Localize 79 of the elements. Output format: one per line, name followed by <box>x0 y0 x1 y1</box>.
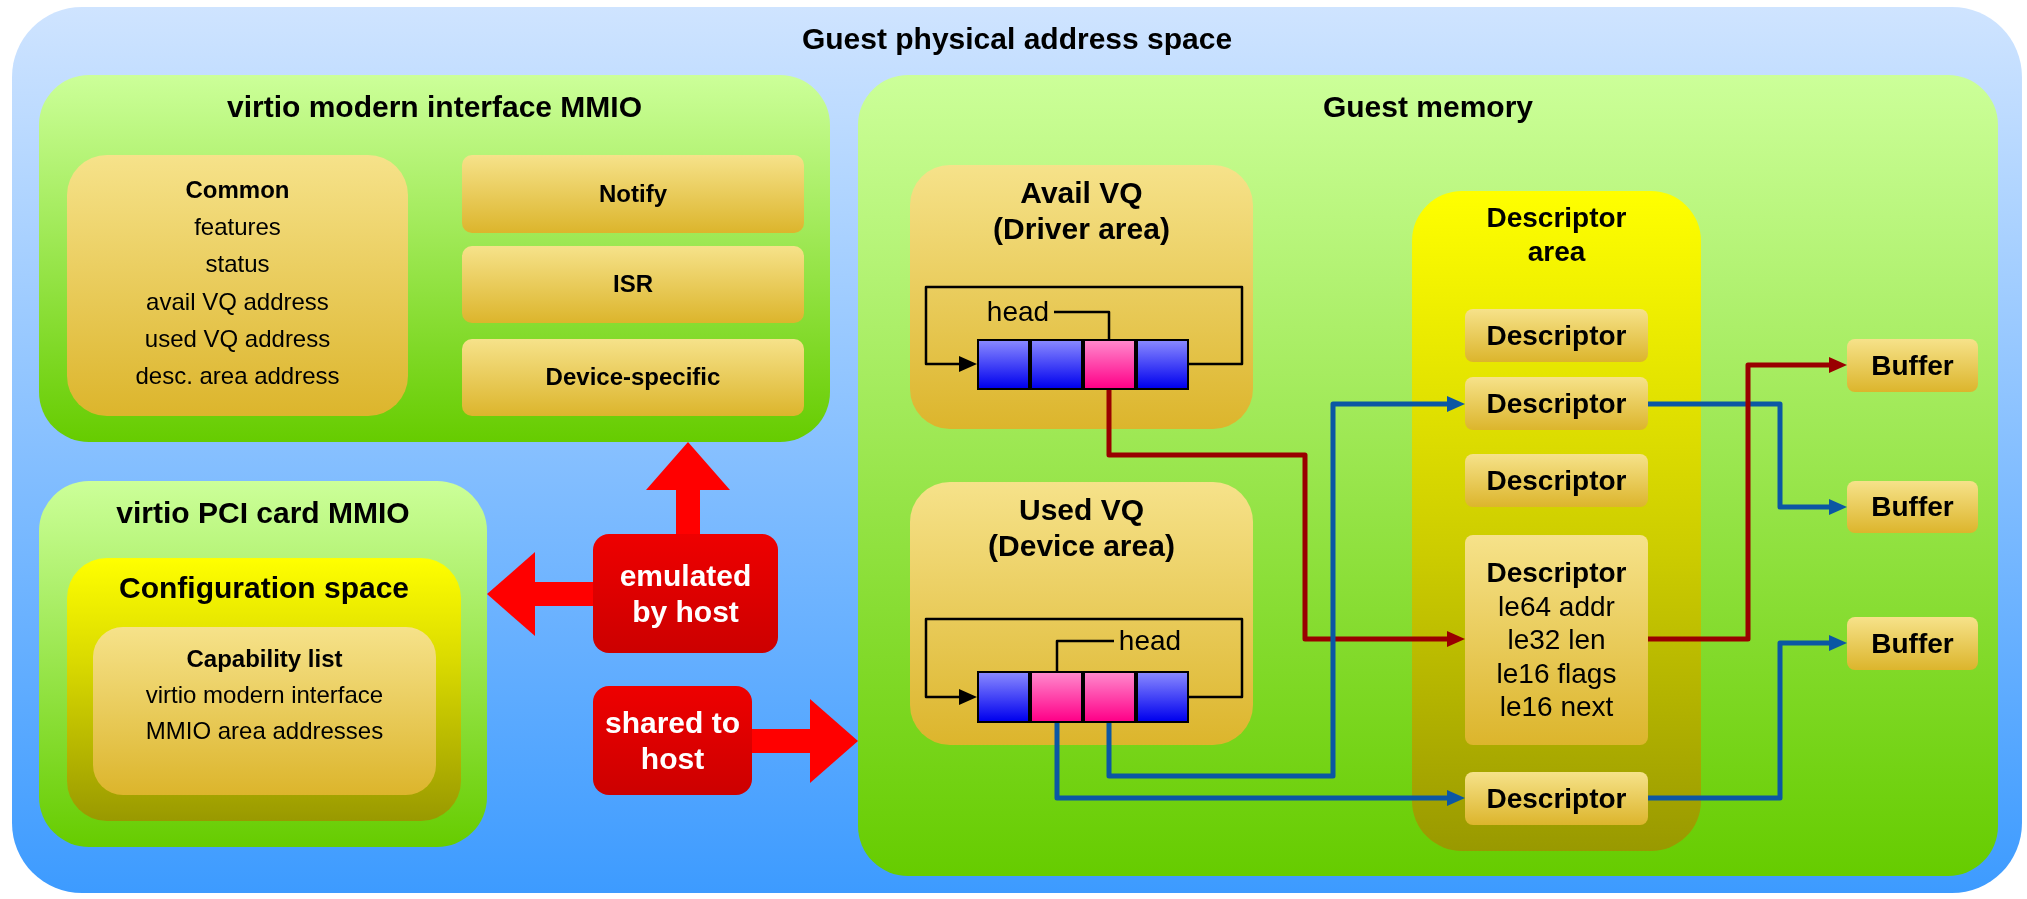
panel-title: Guest physical address space <box>801 21 1233 57</box>
register-box <box>462 339 804 416</box>
queue-slot <box>1030 671 1083 723</box>
queue-slot <box>977 671 1030 723</box>
panel-title: Configuration space <box>119 570 409 606</box>
panel-title: Buffer <box>1871 490 1954 524</box>
queue-slot <box>1136 339 1189 390</box>
region-panel <box>39 481 487 847</box>
descriptor-box <box>1465 309 1648 362</box>
panel-title: virtio modern interface MMIO <box>226 89 643 125</box>
panel-title: Descriptor <box>1486 463 1627 498</box>
field-label: features <box>194 212 281 243</box>
note-box <box>593 534 778 653</box>
note-box <box>593 686 752 795</box>
panel-title: ISR <box>613 270 653 299</box>
arrow <box>1648 401 1847 515</box>
queue-panel <box>910 482 1253 745</box>
panel-title: emulated by host <box>618 557 753 630</box>
queue-slot <box>1083 671 1136 723</box>
queue-panel <box>910 165 1253 429</box>
region-panel <box>39 75 830 442</box>
arrow <box>1054 723 1465 806</box>
arrow <box>1648 357 1847 642</box>
panel-title: Avail VQ (Driver area) <box>992 175 1171 247</box>
field-label: desc. area address <box>135 360 340 391</box>
queue-slot <box>1083 339 1136 390</box>
panel-title: Descriptor <box>1486 556 1627 590</box>
queue-slot <box>977 339 1030 390</box>
arrow <box>752 699 858 783</box>
queue-slot <box>1030 339 1083 390</box>
panel-title: Descriptor <box>1486 386 1627 421</box>
panel-title: Device-specific <box>545 363 721 392</box>
descriptor-box <box>1465 535 1648 745</box>
buffer-box <box>1847 617 1978 670</box>
arrow <box>1648 635 1847 801</box>
buffer-box <box>1847 481 1978 533</box>
panel-title: Guest memory <box>1322 89 1534 125</box>
region-panel <box>858 75 1998 876</box>
pointer-label: head <box>982 296 1054 328</box>
arrow <box>924 617 1244 705</box>
panel-title: virtio PCI card MMIO <box>116 495 410 531</box>
panel-title: Used VQ (Device area) <box>987 492 1176 564</box>
arrow <box>1106 396 1465 779</box>
arrow <box>1106 390 1465 647</box>
field-label: le32 len <box>1507 623 1606 657</box>
panel-title: Capability list <box>186 644 343 674</box>
pointer-label: head <box>1114 625 1186 657</box>
panel-title: Buffer <box>1871 348 1954 383</box>
panel-title: shared to host <box>604 704 741 777</box>
panel-title: Buffer <box>1871 626 1954 661</box>
field-label: le64 addr <box>1498 589 1615 624</box>
leader-line <box>1054 310 1111 339</box>
field-label: virtio modern interface MMIO area addresses <box>144 680 385 746</box>
panel-title: Descriptor <box>1486 781 1627 816</box>
register-box <box>93 627 436 795</box>
register-box <box>67 155 408 416</box>
arrow <box>487 552 593 636</box>
panel-title: Descriptor area <box>1485 201 1628 269</box>
field-label: le16 flags <box>1496 656 1617 691</box>
buffer-box <box>1847 339 1978 392</box>
panel-title: Descriptor <box>1486 318 1627 353</box>
field-label: avail VQ address <box>146 286 329 317</box>
panel-title: Notify <box>599 179 667 209</box>
queue-slot <box>1136 671 1189 723</box>
descriptor-box <box>1465 772 1648 825</box>
arrow <box>924 285 1244 372</box>
leader-line <box>1055 639 1114 671</box>
address-space-panel <box>12 7 2022 893</box>
arrow <box>646 442 730 534</box>
config-panel <box>67 558 461 821</box>
register-box <box>462 246 804 323</box>
descriptor-area-panel <box>1412 191 1701 851</box>
field-label: status <box>205 249 270 280</box>
descriptor-box <box>1465 377 1648 430</box>
panel-title: Common <box>185 175 290 205</box>
register-box <box>462 155 804 233</box>
field-label: le16 next <box>1499 690 1614 724</box>
field-label: used VQ address <box>144 323 331 354</box>
descriptor-box <box>1465 454 1648 507</box>
